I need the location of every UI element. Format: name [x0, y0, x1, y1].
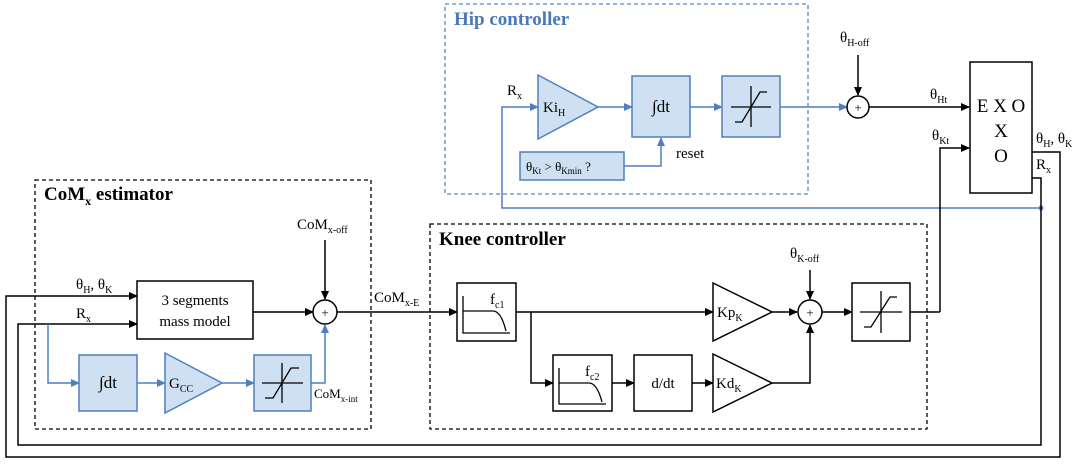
- hip-controller-title: Hip controller: [454, 9, 570, 30]
- ddt-label: d/dt: [651, 376, 675, 392]
- knee-controller-title: Knee controller: [439, 229, 566, 250]
- com-integrator-label: ∫dt: [98, 373, 117, 393]
- ddt-block: [633, 354, 693, 412]
- theta-h-off-label: θH-off: [840, 30, 870, 49]
- hip-integrator-label: ∫dt: [651, 97, 670, 117]
- knee-sum-plus: +: [806, 305, 813, 320]
- theta-kt-label: θKt: [932, 128, 949, 147]
- fc2-filter-icon: [558, 368, 606, 405]
- hip-condition-label: θKt > θKmin ?: [526, 159, 591, 176]
- rx-integrator-branch: [47, 324, 80, 387]
- fc1-filter: [456, 282, 517, 342]
- hip-saturation-icon: [731, 86, 771, 127]
- com-estimator-title: CoMx estimator: [44, 184, 173, 208]
- sat-to-com-sum-line: [311, 324, 329, 384]
- hip-reset-condition: [519, 151, 625, 181]
- reset-line: [624, 137, 665, 167]
- hip-sum-plus: +: [854, 100, 861, 115]
- mass-model-line1: 3 segments: [161, 293, 228, 309]
- kd-k-label: KdK: [716, 376, 742, 395]
- g-cc-label: GCC: [169, 376, 194, 395]
- theta-feedback-loop: [5, 151, 1061, 458]
- theta-k-off-label: θK-off: [790, 246, 820, 265]
- fc2-label: fc2: [585, 364, 599, 383]
- com-integrator: [78, 354, 138, 412]
- g-cc-gain: [164, 351, 224, 415]
- exo-label-o: O: [994, 146, 1008, 167]
- kp-k-gain: [712, 281, 774, 343]
- theta-h-theta-k-out-label: θH, θK: [1036, 131, 1073, 150]
- rx-in-label: Rx: [76, 306, 91, 325]
- kd-to-sum-line: [772, 324, 814, 384]
- mass-model-block: [136, 280, 254, 340]
- com-sum-plus: +: [321, 305, 328, 320]
- ki-h-gain: [537, 73, 600, 141]
- exo-label-x: X: [994, 121, 1008, 142]
- theta-h-theta-k-in-label: θH, θK: [76, 277, 113, 296]
- com-x-e-label: CoMx-E: [374, 290, 419, 309]
- theta-kt-line: [939, 144, 970, 312]
- mass-model-line2: mass model: [159, 314, 230, 330]
- hip-controller-group: [444, 3, 809, 195]
- rx-out-label: Rx: [1036, 157, 1051, 176]
- com-saturation-icon: [262, 363, 303, 403]
- rx-feedback-loop: [17, 177, 1042, 446]
- fc1-label: fc1: [490, 292, 504, 311]
- reset-label: reset: [676, 146, 705, 162]
- knee-controller-group: [429, 223, 928, 430]
- rx-hip-label: Rx: [507, 83, 522, 102]
- fc1-to-fc2-line: [530, 312, 554, 387]
- com-x-int-label: CoMx-int: [314, 386, 358, 404]
- com-x-off-label: CoMx-off: [297, 217, 348, 236]
- exo-block: [969, 61, 1033, 194]
- theta-ht-label: θHt: [930, 87, 947, 106]
- fc1-filter-icon: [462, 296, 510, 334]
- ki-h-label: KiH: [543, 100, 565, 119]
- kp-k-label: KpK: [717, 305, 743, 324]
- exo-label: E X O: [977, 96, 1026, 117]
- kd-k-gain: [712, 352, 774, 414]
- knee-saturation-icon: [860, 291, 902, 333]
- com-estimator-group: [34, 179, 372, 430]
- rx-to-hip-line: [501, 103, 1041, 209]
